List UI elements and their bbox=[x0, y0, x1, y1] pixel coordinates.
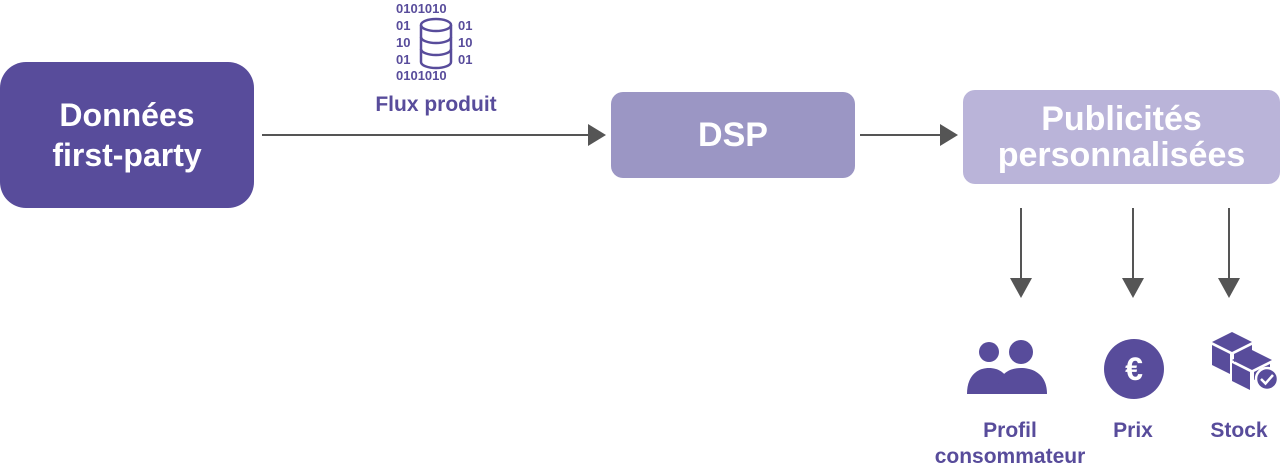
svg-text:0101010: 0101010 bbox=[396, 68, 447, 82]
output-label-stock: Stock bbox=[1210, 419, 1268, 442]
svg-text:10: 10 bbox=[458, 35, 472, 50]
output-label-profil: Profil consommateur bbox=[920, 418, 1100, 470]
svg-text:10: 10 bbox=[396, 35, 410, 50]
boxes-check-icon bbox=[1212, 332, 1280, 392]
source-line1: Données bbox=[59, 97, 195, 133]
flux-label: Flux produit bbox=[375, 93, 497, 116]
source-data-box: Données first-party bbox=[0, 62, 254, 208]
database-binary-icon: 0101010 01 01 10 10 01 01 0101010 bbox=[396, 1, 472, 82]
ads-line2: personnalisées bbox=[997, 136, 1246, 174]
svg-text:0101010: 0101010 bbox=[396, 1, 447, 16]
source-line2: first-party bbox=[52, 137, 202, 173]
svg-text:01: 01 bbox=[396, 18, 410, 33]
svg-text:€: € bbox=[1125, 351, 1143, 387]
euro-icon: € bbox=[1104, 339, 1164, 399]
arrowhead-stock bbox=[1218, 278, 1240, 298]
ads-line1: Publicités bbox=[1041, 100, 1202, 138]
dsp-label: DSP bbox=[698, 115, 768, 154]
arrowhead-ads bbox=[940, 124, 958, 146]
profil-line1: Profil bbox=[983, 419, 1037, 442]
arrowhead-profil bbox=[1010, 278, 1032, 298]
svg-text:01: 01 bbox=[396, 52, 410, 67]
output-label-prix: Prix bbox=[1113, 419, 1153, 442]
ads-box: Publicités personnalisées bbox=[963, 90, 1280, 184]
svg-text:01: 01 bbox=[458, 52, 472, 67]
profil-line2: consommateur bbox=[934, 445, 1086, 468]
svg-text:01: 01 bbox=[458, 18, 472, 33]
arrowhead-prix bbox=[1122, 278, 1144, 298]
dsp-box: DSP bbox=[611, 92, 855, 178]
arrowhead-dsp bbox=[588, 124, 606, 146]
users-icon bbox=[967, 340, 1047, 394]
